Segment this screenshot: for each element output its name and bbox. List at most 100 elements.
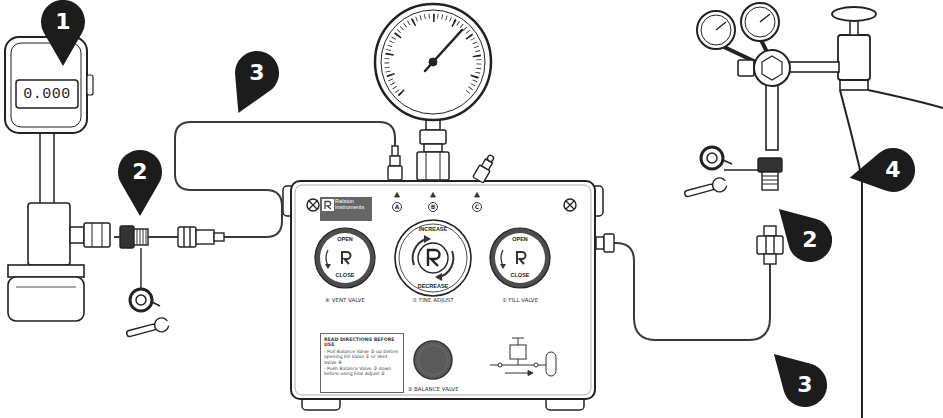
transmitter-outline (40, 131, 54, 205)
port-arrow (475, 193, 480, 198)
wrench (684, 184, 715, 198)
gas-cylinder (832, 7, 876, 21)
hose-fitting (178, 227, 196, 247)
callout-marker (758, 338, 836, 416)
gas-regulator (754, 50, 790, 86)
balance-knob-outline (418, 345, 448, 375)
instruction-panel: READ DIRECTIONS BEFORE USE- Pull Balance… (320, 333, 404, 393)
callout-marker (118, 150, 162, 216)
gas-cylinder (832, 7, 943, 418)
pressure-gauge (389, 18, 477, 93)
transmitter-adapter (140, 248, 141, 288)
wrench (126, 324, 157, 338)
gas-regulator (741, 3, 779, 41)
hose-fitting (765, 236, 766, 254)
valve-knob-outline (326, 250, 328, 266)
vent-valve-knob: OPENCLOSE④ VENT VALVE (314, 227, 376, 289)
transmitter-outline (84, 223, 110, 247)
pressure-gauge (381, 10, 485, 114)
port-fitting (473, 153, 497, 183)
valve-label: ④ VENT VALVE (295, 297, 395, 304)
pressure-gauge (375, 4, 491, 120)
wrench (153, 316, 170, 333)
callout-number: 4 (871, 148, 915, 192)
valve-schematic (512, 338, 524, 339)
balance-valve-knob: ③ BALANCE VALVE (413, 340, 453, 380)
transmitter-outline (70, 227, 84, 243)
transmitter-outline (8, 277, 84, 321)
valve-knob-outline (517, 252, 526, 264)
knob-marking: CLOSE (489, 272, 551, 279)
valve-schematic (528, 371, 533, 376)
transmitter-outline (2, 35, 114, 325)
instruction-text: - Pull Balance Valve ③ up before opening… (324, 349, 400, 366)
transmitter-outline (102, 223, 103, 247)
instruction-text: - Push Balance Valve ③ down before using… (324, 366, 400, 377)
brand-name: Ralston Instruments (335, 198, 372, 211)
display-reading: 0.000 (16, 80, 78, 108)
wrench (125, 316, 173, 341)
hose-fitting (757, 236, 783, 254)
thread-tape (130, 289, 152, 311)
port-arrow (395, 193, 400, 198)
valve-schematic (490, 365, 546, 366)
pressure-gauge (375, 4, 491, 180)
gas-regulator (697, 3, 839, 150)
hose-fitting (183, 227, 184, 247)
valve-knob-outline (342, 252, 351, 264)
gas-regulator (789, 62, 839, 72)
valve-knob-outline (325, 264, 331, 269)
case-outline (295, 185, 591, 395)
gas-cylinder (840, 80, 868, 90)
calibrator-case: Ralston Instruments OPENCLOSE④ VENT VALV… (290, 180, 596, 400)
callout-marker (218, 44, 286, 122)
case-outline (566, 201, 574, 209)
gas-regulator (738, 60, 754, 76)
fill-valve-knob: OPENCLOSE① FILL VALVE (489, 227, 551, 289)
transmitter-outline (92, 223, 93, 247)
pressure-gauge (417, 152, 449, 180)
callout-number: 3 (235, 51, 279, 95)
fine-adjust-knob: INCREASEDECREASE② FINE ADJUST (394, 219, 472, 297)
port-arrow (395, 193, 480, 198)
hose-fitting (214, 233, 224, 241)
knob-marking: OPEN (489, 236, 551, 243)
valve-knob-outline (315, 228, 375, 288)
gas-regulator (745, 7, 775, 37)
callout-marker (846, 144, 919, 199)
port-letter: C (472, 202, 482, 212)
valve-label: ① FILL VALVE (470, 297, 570, 304)
port-fitting (604, 234, 614, 252)
case-outline (309, 201, 317, 209)
valve-schematic (498, 363, 502, 367)
valve-schematic (546, 352, 556, 376)
valve-schematic (505, 373, 528, 374)
callout-marker (763, 193, 841, 271)
gas-cylinder (840, 90, 862, 418)
case-outline (322, 199, 334, 211)
valve-knob-outline (500, 264, 506, 269)
knob-marking: CLOSE (314, 272, 376, 279)
thread-tape (723, 160, 732, 164)
thread-tape (130, 289, 160, 311)
fine-adjust-outline (424, 235, 431, 243)
hose-connector (114, 122, 395, 237)
transmitter-outline (8, 265, 84, 277)
port-fitting (486, 154, 494, 162)
hose-fitting (196, 230, 214, 244)
case-outline (325, 202, 331, 210)
hose-fitting (764, 254, 776, 264)
transmitter-outline (87, 75, 93, 95)
cylinder-adapter (762, 172, 778, 190)
cylinder-adapter (724, 169, 758, 170)
port-fitting (482, 159, 493, 170)
gas-cylinder (840, 90, 943, 418)
hose-fitting (757, 226, 783, 264)
fine-adjust-outline (395, 220, 471, 296)
callout-number: 2 (118, 150, 162, 194)
pressure-gauge (420, 130, 446, 144)
fine-adjust-outline (418, 243, 448, 273)
fine-adjust-outline (435, 273, 442, 281)
hose-fitting (189, 227, 190, 247)
port-letter: A (392, 202, 402, 212)
